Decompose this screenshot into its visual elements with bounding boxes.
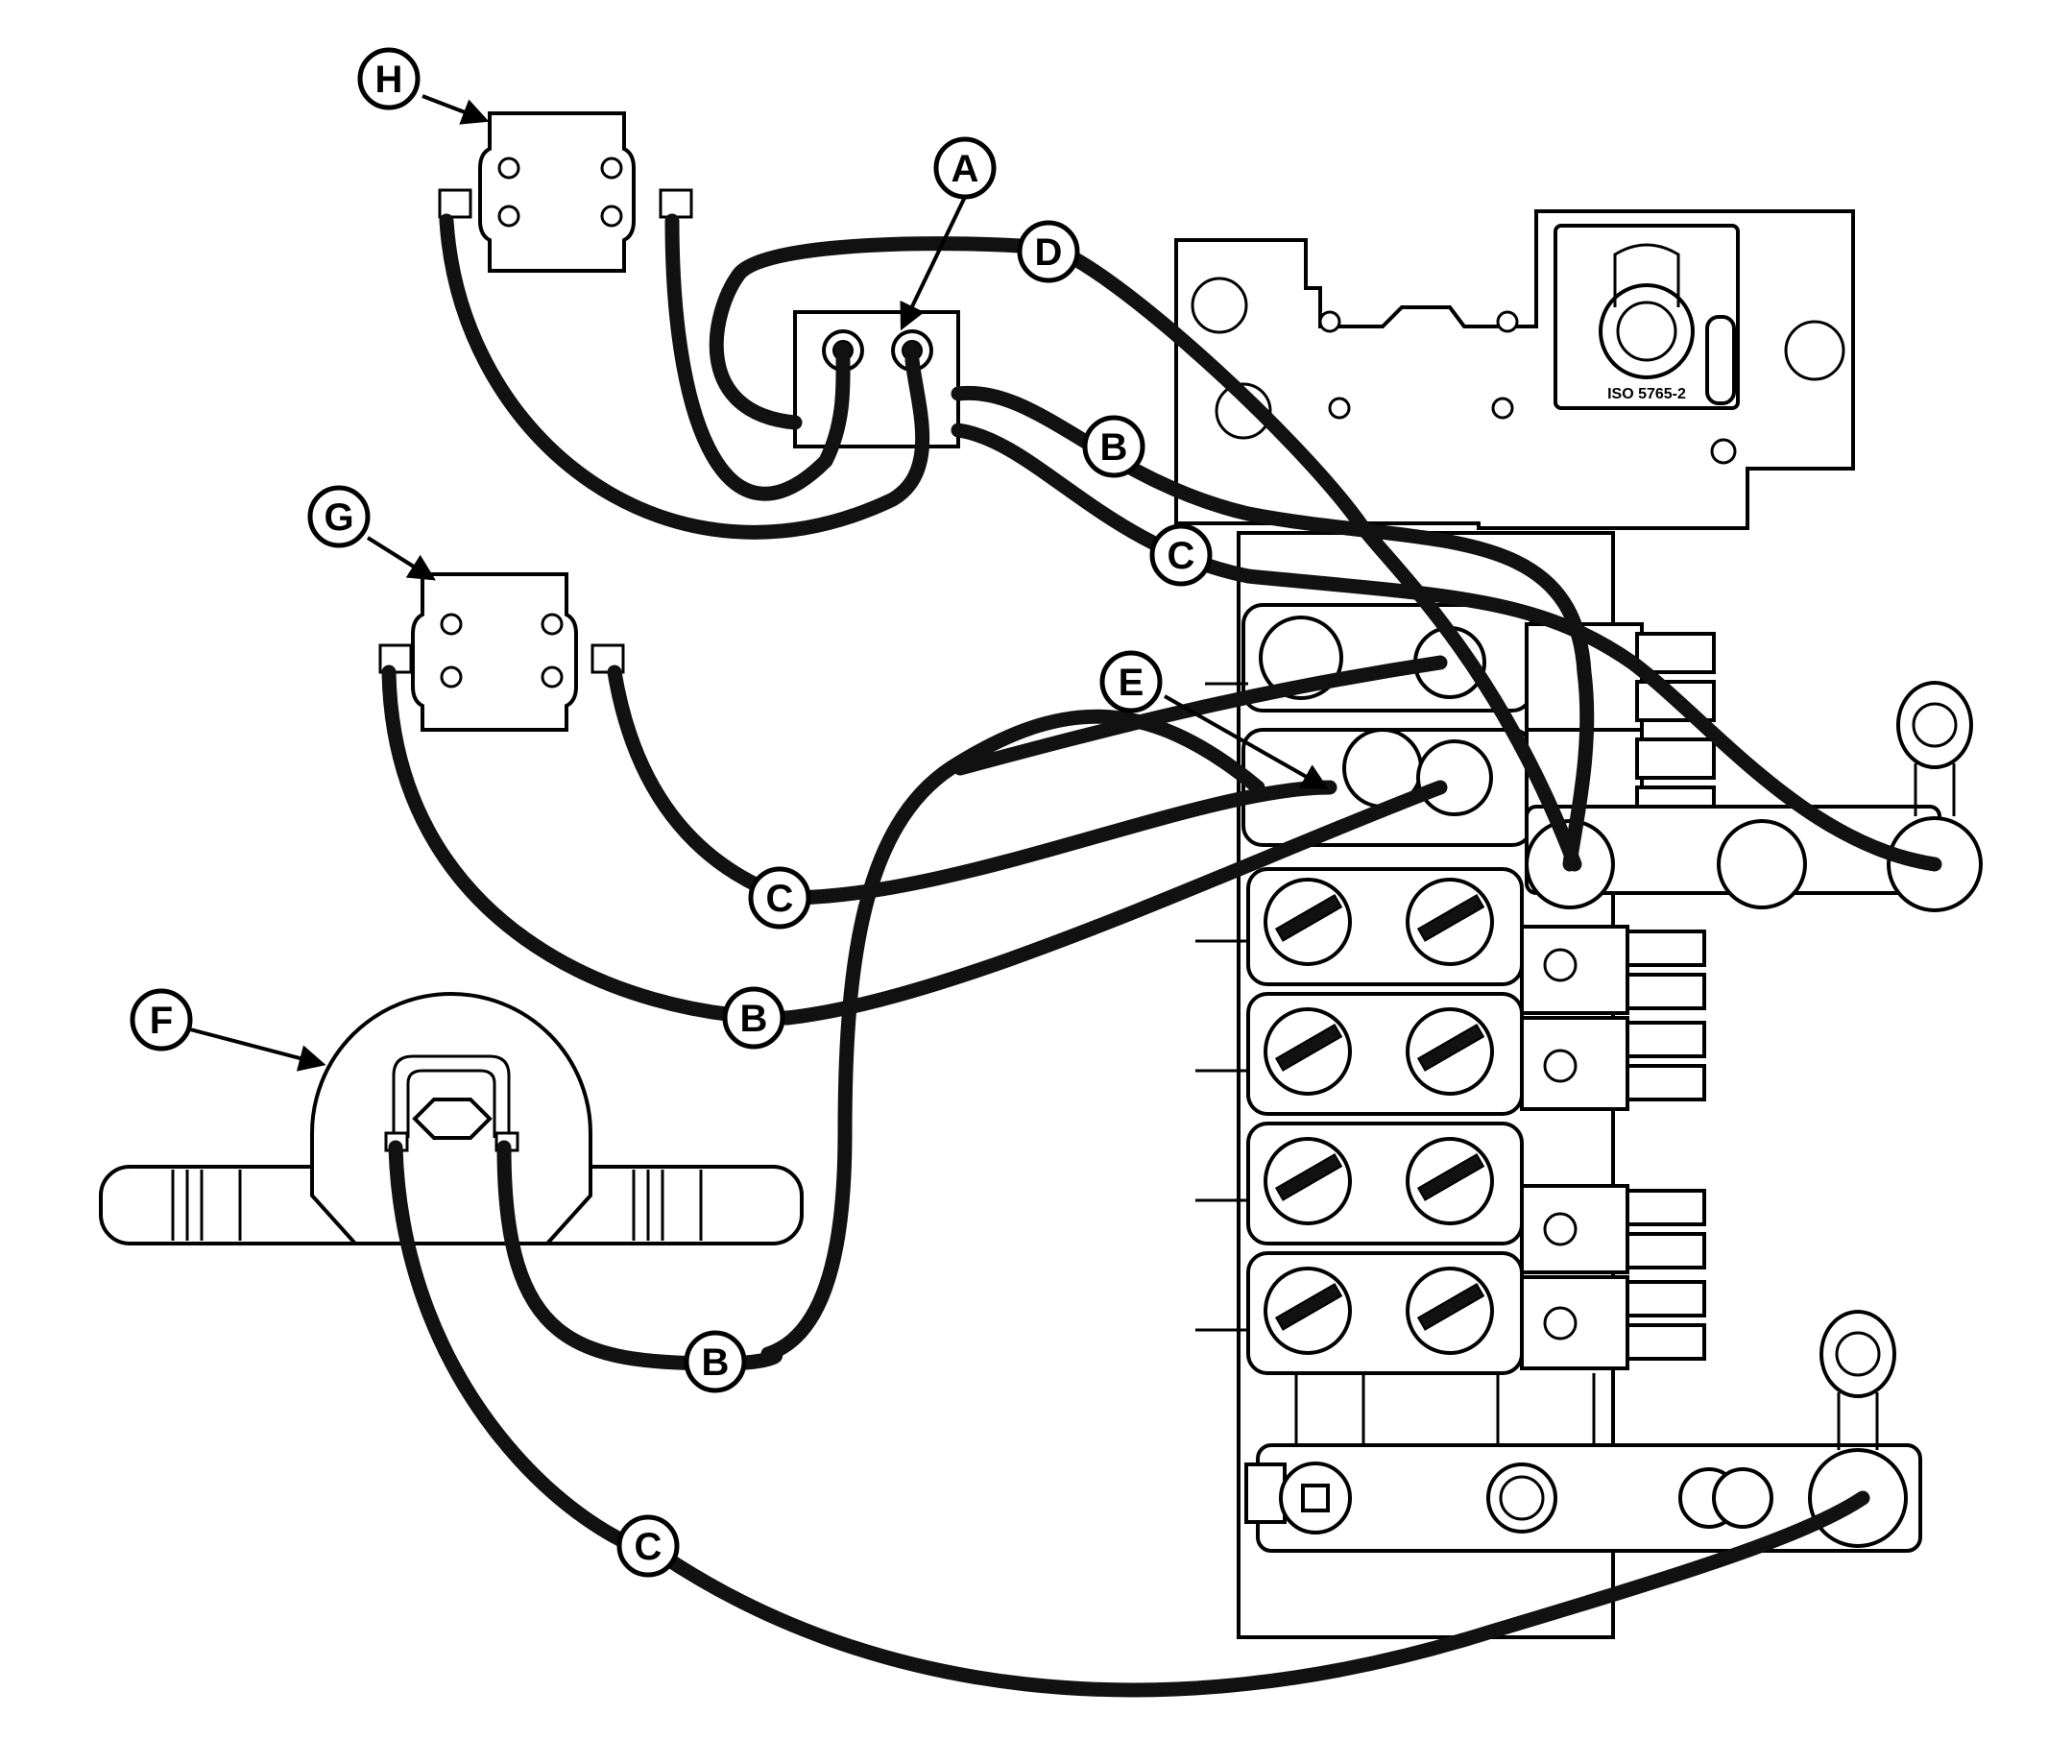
component-a-bulkhead-bracket xyxy=(793,310,960,448)
callout-g: G xyxy=(307,485,371,548)
hose-e xyxy=(760,709,1265,1362)
callout-b-middle: B xyxy=(722,986,785,1050)
socket-cap-strap xyxy=(1613,243,1680,307)
hose-c-upper xyxy=(951,423,1942,872)
svg-text:C: C xyxy=(1168,535,1195,577)
valve-section-3 xyxy=(1246,867,1706,1015)
plate-hole xyxy=(1215,382,1272,440)
callout-e: E xyxy=(1099,650,1163,713)
valve-section-4 xyxy=(1246,992,1706,1116)
callout-c-upper: C xyxy=(1149,523,1213,587)
socket-tether xyxy=(1705,315,1736,405)
bottom-manifold xyxy=(1244,1310,1922,1553)
component-f-axle-mount xyxy=(99,992,804,1245)
svg-text:B: B xyxy=(740,998,768,1040)
plate-hole xyxy=(1784,320,1845,381)
mounting-plate xyxy=(1174,209,1855,530)
valve-stack-assembly: ISO 5765-2 xyxy=(1174,209,1983,1639)
leader-e xyxy=(1164,694,1330,790)
leader-a xyxy=(900,196,967,331)
leader-h xyxy=(422,94,490,125)
plate-bolt xyxy=(1491,397,1514,420)
callout-f: F xyxy=(130,988,193,1051)
svg-text:A: A xyxy=(952,148,979,190)
svg-text:B: B xyxy=(702,1341,730,1384)
component-g-coupler-block xyxy=(378,572,625,732)
hose-to-upper-port xyxy=(952,655,1448,776)
svg-text:G: G xyxy=(324,496,353,539)
hose-b-lower xyxy=(496,1140,783,1371)
svg-text:B: B xyxy=(1100,426,1128,469)
callout-b-lower: B xyxy=(684,1330,747,1393)
callout-c-lower: C xyxy=(616,1514,680,1578)
svg-text:F: F xyxy=(150,1000,173,1042)
electrical-socket xyxy=(1599,283,1695,379)
dust-cap xyxy=(1819,1310,1896,1398)
callout-b-upper: B xyxy=(1082,415,1145,478)
hose-b-upper xyxy=(951,385,1595,872)
valve-section-5 xyxy=(1246,1122,1706,1274)
socket-inner xyxy=(1616,301,1677,362)
callout-c-middle: C xyxy=(748,866,811,930)
hoses xyxy=(381,213,1942,1698)
svg-text:C: C xyxy=(766,878,794,920)
svg-text:C: C xyxy=(635,1526,663,1568)
plate-marking: ISO 5765-2 xyxy=(1607,386,1686,402)
plate-bolt xyxy=(1710,438,1737,465)
callouts: H A D B C G E C B F B C xyxy=(130,47,1213,1578)
component-h-coupler-block xyxy=(438,111,693,273)
plate-bolt xyxy=(1318,310,1341,333)
plate-bolt xyxy=(1496,310,1519,333)
svg-text:D: D xyxy=(1035,231,1063,274)
hose-c-lower xyxy=(388,1140,1870,1698)
hose-h-left xyxy=(439,213,930,540)
plate-hole xyxy=(1191,277,1248,334)
callout-a: A xyxy=(933,136,997,200)
svg-text:E: E xyxy=(1119,662,1144,704)
svg-text:H: H xyxy=(375,59,403,101)
plate-bolt xyxy=(1328,397,1351,420)
leader-lines xyxy=(189,94,1330,1072)
leader-f xyxy=(189,1027,326,1072)
hose-c-middle xyxy=(607,665,1337,906)
spool-levers xyxy=(1195,682,1248,1332)
leader-g xyxy=(366,536,436,581)
hose-h-right xyxy=(664,213,851,501)
hose-b-middle xyxy=(381,665,1448,1026)
callout-d: D xyxy=(1017,220,1080,283)
valve-section-6 xyxy=(1246,1251,1706,1375)
callout-h: H xyxy=(357,47,421,110)
dust-cap xyxy=(1896,681,1973,769)
